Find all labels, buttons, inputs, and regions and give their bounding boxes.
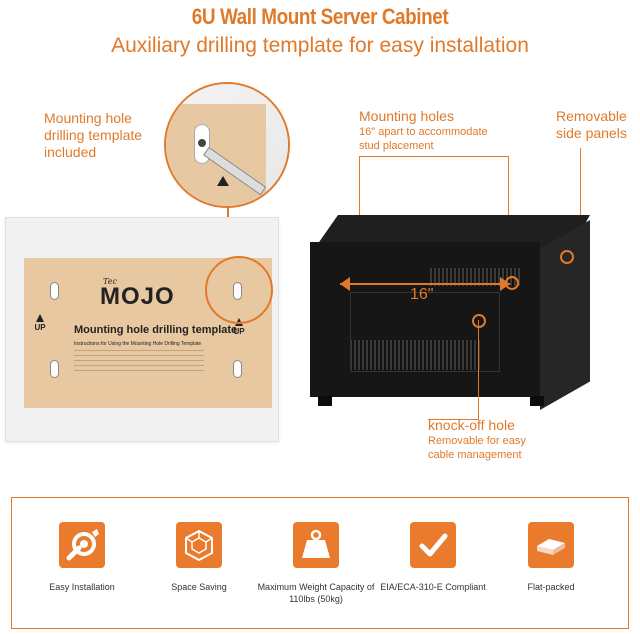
- connector-line: [428, 419, 478, 420]
- cabinet-foot: [318, 396, 332, 406]
- template-heading: Mounting hole drilling template: [74, 324, 238, 336]
- cube-icon: [176, 522, 222, 568]
- feature-max-weight: Maximum Weight Capacity of 110lbs (50kg): [256, 522, 376, 605]
- feature-label: EIA/ECA-310-E Compliant: [380, 582, 486, 592]
- door-panel: [350, 292, 500, 372]
- cabinet-side-panel: [540, 220, 590, 410]
- callout-knockoff-hole: knock-off hole: [428, 417, 515, 433]
- arrow-up-icon: [36, 314, 44, 322]
- mounting-hole-ring: [505, 276, 519, 290]
- connector-line: [359, 156, 360, 240]
- keyhole-icon: [50, 360, 59, 378]
- checkmark-icon: [410, 522, 456, 568]
- callout-template-included: Mounting hole drilling template included: [44, 110, 143, 160]
- feature-eia-compliant: EIA/ECA-310-E Compliant: [373, 522, 493, 593]
- feature-label: Maximum Weight Capacity of 110lbs (50kg): [257, 582, 375, 604]
- cabinet-foot: [530, 396, 544, 406]
- feature-label: Space Saving: [171, 582, 227, 592]
- feature-space-saving: Space Saving: [139, 522, 259, 593]
- arrow-up-icon: [217, 176, 229, 186]
- page-title: 6U Wall Mount Server Cabinet: [191, 4, 449, 29]
- flat-box-icon: [528, 522, 574, 568]
- keyhole-icon: [233, 360, 242, 378]
- brand-prefix: Tec: [103, 277, 117, 286]
- template-body-text: [74, 350, 204, 372]
- feature-easy-installation: Easy Installation: [22, 522, 142, 593]
- vent-grille: [430, 268, 520, 286]
- measurement-line: [340, 283, 510, 285]
- measurement-label: 16": [410, 286, 434, 303]
- connector-line: [478, 320, 479, 420]
- feature-label: Easy Installation: [49, 582, 115, 592]
- knockoff-hole-ring: [472, 314, 486, 328]
- template-zoom-circle: [164, 82, 290, 208]
- keyhole-icon: [50, 282, 59, 300]
- feature-flat-packed: Flat-packed: [491, 522, 611, 593]
- callout-mounting-holes-desc: 16" apart to accommodate stud placement: [359, 126, 488, 152]
- callout-mounting-holes: Mounting holes: [359, 108, 454, 124]
- page-subtitle: Auxiliary drilling template for easy ins…: [111, 34, 529, 57]
- side-panel-latch-ring: [560, 250, 574, 264]
- feature-label: Flat-packed: [527, 582, 575, 592]
- callout-knockoff-desc: Removable for easy cable management: [428, 435, 526, 461]
- brand-logo: MOJO: [100, 283, 175, 310]
- template-instructions: Instructions for Using the Mounting Hole…: [74, 341, 202, 347]
- vent-grille: [350, 340, 480, 370]
- callout-removable-panels: Removable side panels: [556, 108, 627, 141]
- up-indicator: UP: [31, 314, 49, 332]
- connector-line: [359, 156, 509, 157]
- template-highlight-ring: [205, 256, 273, 324]
- connector-line: [580, 148, 581, 244]
- arrow-left-icon: [340, 277, 350, 291]
- wrench-gear-icon: [59, 522, 105, 568]
- weight-icon: [293, 522, 339, 568]
